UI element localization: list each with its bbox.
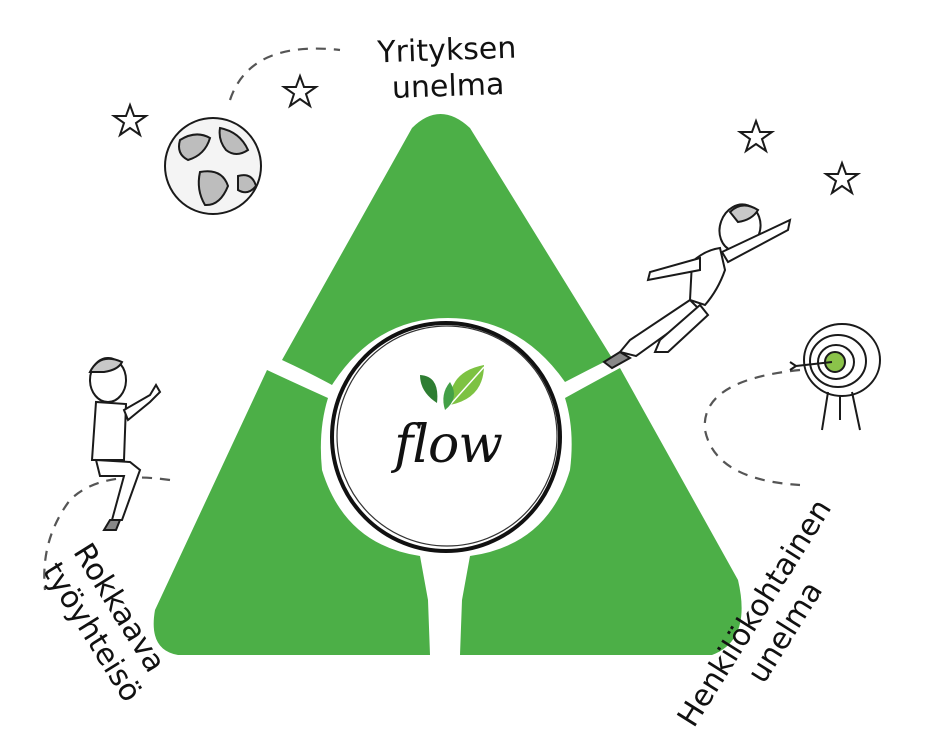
target-icon — [789, 323, 881, 431]
label-company-dream-line2: unelma — [391, 67, 505, 106]
globe-icon — [164, 117, 262, 215]
triangle-segment-top — [282, 114, 612, 385]
flow-logo-text: flow — [394, 415, 503, 475]
star-icon — [736, 118, 776, 154]
star-icon — [822, 160, 862, 196]
star-icon — [280, 73, 320, 109]
stars — [110, 73, 862, 196]
sitting-person-icon — [88, 357, 162, 531]
triangle-segment-right — [460, 368, 742, 655]
triangle-segment-left — [153, 370, 431, 655]
flying-person-icon — [602, 203, 792, 370]
center-circle — [330, 321, 562, 553]
triangle — [153, 114, 742, 655]
label-company-dream: Yrityksen unelma — [376, 30, 518, 106]
label-company-dream-line1: Yrityksen — [376, 30, 517, 71]
leaf-logo-icon — [420, 365, 485, 410]
star-icon — [110, 102, 150, 138]
